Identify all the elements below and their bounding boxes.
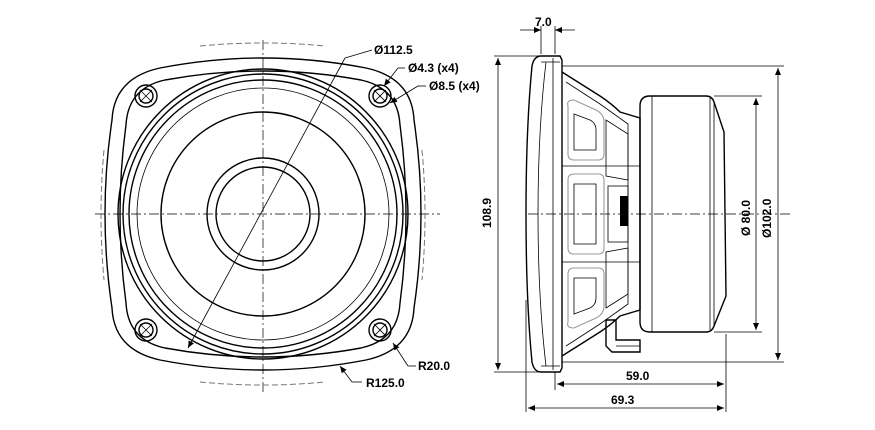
hole-diameter-label: Ø4.3 (x4) bbox=[408, 61, 459, 75]
flange-outline bbox=[525, 55, 563, 373]
outer-radius-label: R125.0 bbox=[366, 376, 405, 390]
corner-radius-label: R20.0 bbox=[418, 359, 450, 373]
mounting-hole-bottom-right bbox=[368, 318, 392, 342]
dust-cap-inner-circle bbox=[215, 166, 311, 262]
outer-frame bbox=[104, 57, 422, 371]
basket-window-bottom bbox=[567, 267, 605, 329]
front-view: Ø112.5 Ø4.3 (x4) Ø8.5 (x4) R20.0 R125.0 bbox=[95, 40, 480, 392]
mounting-hole-top-left bbox=[134, 84, 158, 108]
corner-radius-leader bbox=[392, 342, 409, 367]
outer-arc-top bbox=[199, 42, 327, 47]
hole-leader-line bbox=[383, 67, 399, 87]
basket-rib-upper bbox=[605, 119, 629, 181]
inner-frame bbox=[119, 70, 407, 358]
diameter-label: Ø112.5 bbox=[374, 43, 413, 57]
surround-circle-4 bbox=[136, 87, 390, 341]
flange-inner-line bbox=[537, 61, 547, 367]
outer-arc-right bbox=[421, 149, 426, 281]
basket-rib-lower bbox=[605, 247, 629, 309]
surround-circle-2 bbox=[122, 73, 404, 355]
outer-arc-bottom bbox=[199, 381, 327, 386]
surround-circle-3 bbox=[128, 79, 398, 349]
basket-window-top bbox=[567, 99, 605, 161]
total-depth-label: 69.3 bbox=[611, 393, 635, 407]
height-label: 108.9 bbox=[480, 198, 494, 228]
mounting-hole-top-right bbox=[368, 84, 392, 108]
cone-outer-circle bbox=[160, 111, 366, 317]
diameter-leader-tail bbox=[344, 49, 373, 59]
outer-radius-leader bbox=[339, 365, 353, 383]
magnet-outline bbox=[639, 95, 727, 333]
terminal-block bbox=[620, 196, 628, 226]
depth-label: 59.0 bbox=[626, 369, 650, 383]
side-view: 7.0 108.9 Ø 80.0 Ø102.0 59.0 69.3 bbox=[480, 15, 790, 412]
magnet-diameter-label: Ø 80.0 bbox=[739, 200, 753, 236]
outer-diameter-label: Ø102.0 bbox=[760, 198, 774, 238]
hole-outer-diameter-label: Ø8.5 (x4) bbox=[429, 79, 480, 93]
flange-thickness-label: 7.0 bbox=[535, 15, 552, 29]
mounting-hole-bottom-left bbox=[134, 318, 158, 342]
diameter-leader-line bbox=[187, 57, 346, 349]
surround-outer-circle bbox=[117, 68, 409, 360]
outer-arc-left bbox=[100, 149, 105, 281]
dust-cap-outer-circle bbox=[206, 157, 320, 271]
hole-outer-leader-line bbox=[389, 85, 419, 104]
basket-window-middle bbox=[567, 173, 605, 255]
